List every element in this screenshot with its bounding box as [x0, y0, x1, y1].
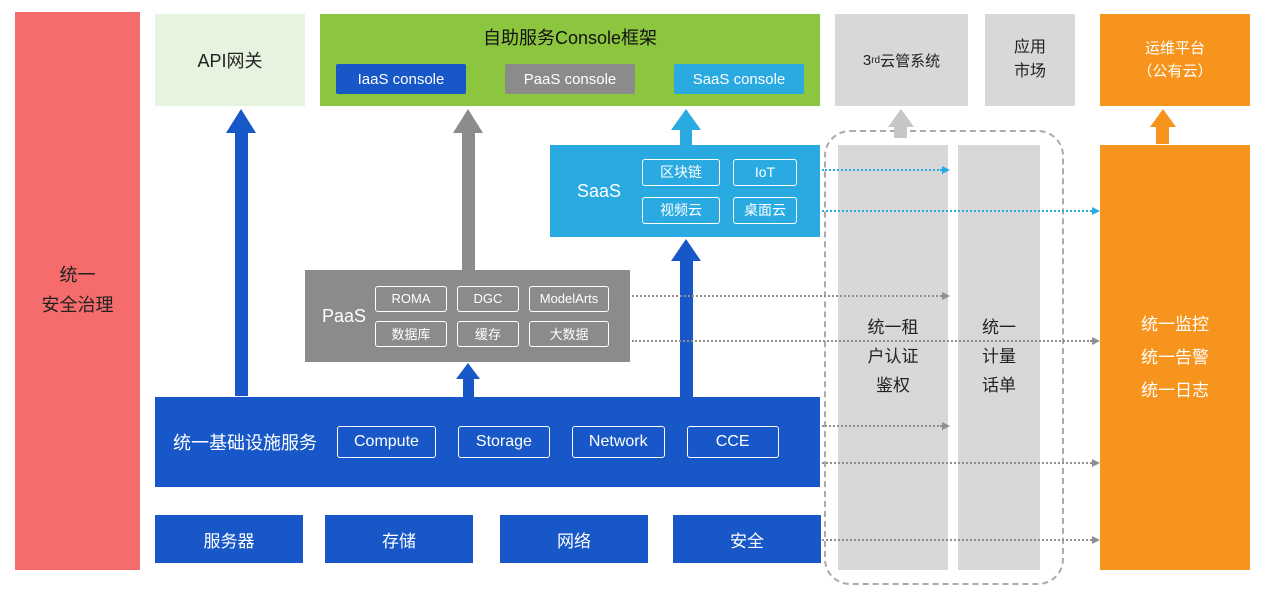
third-party-superscript: rd [871, 54, 881, 66]
paas-chip-bigdata: 大数据 [529, 320, 609, 347]
hardware-box-network: 网络 [500, 515, 648, 563]
paas-chip-dgc: DGC [457, 285, 519, 312]
console-framework-box: 自助服务Console框架 IaaS console PaaS console … [320, 14, 820, 106]
third-party-number: 3 [862, 51, 872, 69]
dashed-group-border [824, 130, 1064, 585]
api-gateway-box: API网关 [155, 14, 305, 106]
paas-chip-cache: 缓存 [457, 320, 519, 347]
saas-chips-grid: 区块链 IoT 视频云 桌面云 [642, 158, 797, 224]
hardware-box-security: 安全 [673, 515, 821, 563]
console-framework-title: 自助服务Console框架 [482, 28, 658, 48]
iaas-label: 统一基础设施服务 [173, 433, 317, 453]
app-market-box: 应用 市场 [985, 14, 1075, 106]
paas-chips-grid: ROMA DGC ModelArts 数据库 缓存 大数据 [375, 285, 609, 347]
iaas-chip-network: Network [571, 426, 665, 458]
paas-chip-modelarts: ModelArts [529, 285, 609, 312]
paas-chip-database: 数据库 [375, 320, 447, 347]
tenant-auth-bar: 统一租 户认证 鉴权 [838, 145, 948, 570]
hardware-box-server: 服务器 [155, 515, 303, 563]
saas-layer-box: SaaS 区块链 IoT 视频云 桌面云 [550, 145, 820, 237]
paas-layer-box: PaaS ROMA DGC ModelArts 数据库 缓存 大数据 [305, 270, 630, 362]
paas-label: PaaS [321, 305, 367, 326]
iaas-layer-box: 统一基础设施服务 Compute Storage Network CCE [155, 397, 820, 487]
monitoring-alarm-log-bar: 统一监控 统一告警 统一日志 [1100, 145, 1250, 570]
saas-chip-iot: IoT [733, 158, 797, 186]
iaas-chips-row: Compute Storage Network CCE [337, 426, 779, 458]
console-chips-row: IaaS console PaaS console SaaS console [336, 64, 804, 94]
iaas-chip-compute: Compute [337, 426, 436, 458]
paas-console-chip: PaaS console [505, 64, 635, 94]
saas-label: SaaS [576, 180, 622, 201]
saas-chip-blockchain: 区块链 [642, 158, 720, 186]
third-party-text: 云管系统 [880, 52, 941, 70]
iaas-chip-storage: Storage [457, 426, 550, 458]
hardware-box-storage: 存储 [325, 515, 473, 563]
saas-chip-video-cloud: 视频云 [642, 196, 720, 224]
iaas-console-chip: IaaS console [336, 64, 466, 94]
security-governance-bar: 统一 安全治理 [15, 12, 140, 570]
iaas-chip-cce: CCE [686, 426, 779, 458]
saas-console-chip: SaaS console [674, 64, 804, 94]
saas-chip-desktop-cloud: 桌面云 [733, 196, 797, 224]
om-platform-box: 运维平台 （公有云） [1100, 14, 1250, 106]
paas-chip-roma: ROMA [375, 285, 447, 312]
metering-billing-bar: 统一 计量 话单 [958, 145, 1040, 570]
